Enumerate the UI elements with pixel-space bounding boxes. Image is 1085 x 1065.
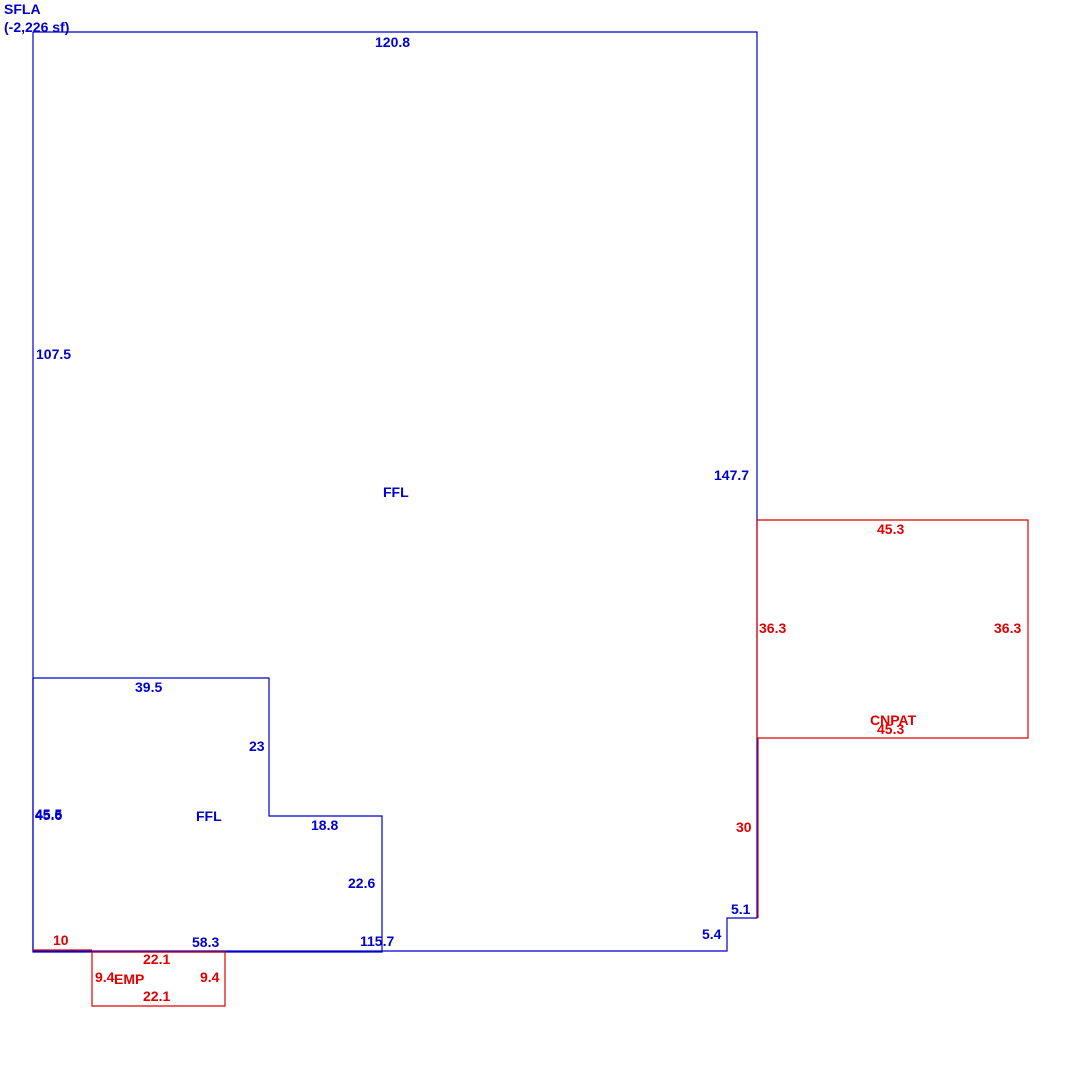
sketch-area-total: (-2,226 sf)	[4, 19, 69, 35]
emp-top-dim: 22.1	[143, 951, 170, 967]
sketch-title: SFLA	[4, 1, 41, 17]
emp-right-dim: 9.4	[200, 969, 220, 985]
ffl-sub-right-upper-dim: 23	[249, 738, 265, 754]
red-right-segment-dim: 30	[736, 819, 752, 835]
cnpat-right-dim: 36.3	[994, 620, 1021, 636]
emp-outline	[91, 951, 226, 1007]
cnpat-bottom-dim: 45.3	[877, 721, 904, 737]
emp-left-dim: 9.4	[95, 969, 115, 985]
ffl-main-step-h-dim: 5.4	[702, 926, 722, 942]
red-bottom-segment-dim: 10	[53, 932, 69, 948]
ffl-sub-notch-dim: 18.8	[311, 817, 338, 833]
ffl-main-right-dim: 147.7	[714, 467, 749, 483]
ffl-sub-left-dim-a: 45.5	[35, 806, 62, 822]
ffl-sub-top-dim: 39.5	[135, 679, 162, 695]
cnpat-name: CNPAT	[870, 712, 917, 728]
ffl-sub-left-dim-b: 45.6	[35, 807, 62, 823]
ffl-sub-name: FFL	[196, 808, 222, 824]
cnpat-top-dim: 45.3	[877, 521, 904, 537]
ffl-main-bottom-dim: 115.7	[360, 933, 394, 949]
ffl-sub-outline	[32, 677, 383, 953]
cnpat-left-dim: 36.3	[759, 620, 786, 636]
emp-bottom-dim: 22.1	[143, 988, 170, 1004]
ffl-sub-bottom-dim: 58.3	[192, 934, 219, 950]
cnpat-outline	[756, 519, 1029, 739]
ffl-main-name: FFL	[383, 484, 409, 500]
ffl-sub-right-lower-dim: 22.6	[348, 875, 375, 891]
ffl-main-left-dim: 107.5	[36, 346, 71, 362]
emp-name: EMP	[114, 971, 144, 987]
ffl-main-step-v-dim: 5.1	[731, 901, 751, 917]
ffl-main-top-dim: 120.8	[375, 34, 410, 50]
